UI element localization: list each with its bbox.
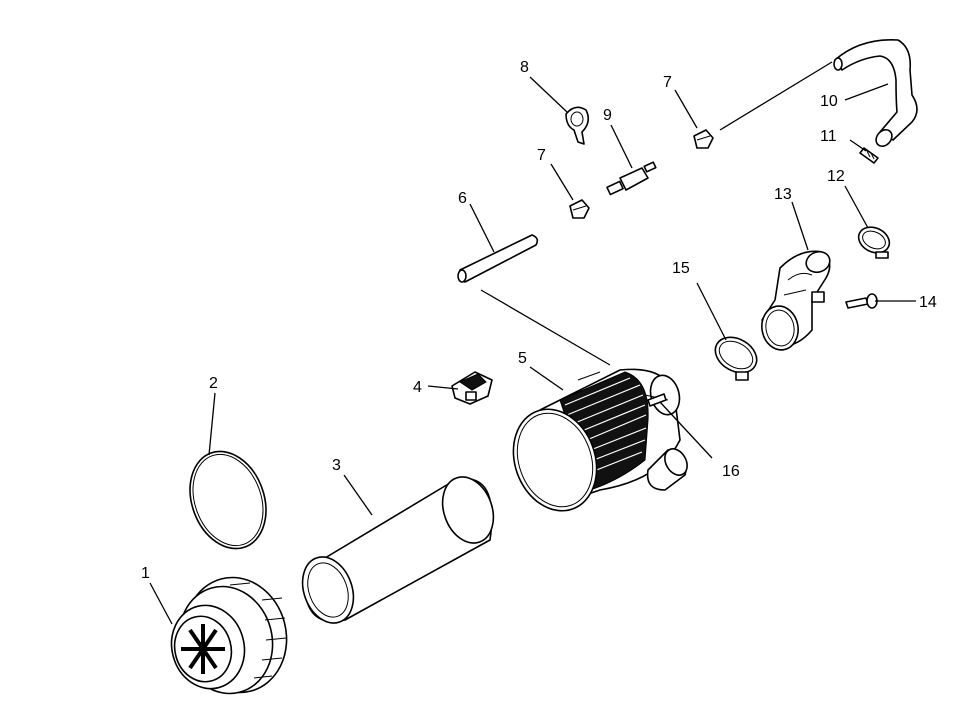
callout-4: 4: [413, 379, 422, 396]
part-5-filter-housing: [512, 368, 688, 512]
part-14-screw: [845, 293, 878, 309]
part-12-hose-clamp: [857, 226, 891, 259]
part-7-clamp-upper: [693, 129, 714, 149]
callout-7-upper: 7: [663, 74, 672, 91]
leader-lines: [149, 61, 916, 625]
callout-5: 5: [518, 350, 527, 367]
callout-1: 1: [141, 565, 150, 582]
callout-11: 11: [820, 128, 837, 145]
part-15-hose-clamp: [714, 336, 758, 381]
callout-9: 9: [603, 107, 612, 124]
callout-labels: 1 2 3 4 5 6 7 7 8 9 10 11 12 13 14 15 16: [141, 59, 937, 582]
callout-10: 10: [820, 93, 838, 110]
callout-12: 12: [827, 168, 845, 185]
callout-16: 16: [722, 463, 740, 480]
callout-15: 15: [672, 260, 690, 277]
part-13-intake-elbow: [761, 250, 831, 351]
callout-2: 2: [209, 375, 218, 392]
callout-13: 13: [774, 186, 792, 203]
part-10-hose: [833, 39, 918, 148]
part-7-clamp-lower: [569, 199, 590, 219]
callout-6: 6: [458, 190, 467, 207]
callout-7-lower: 7: [537, 147, 546, 164]
part-6-rod: [457, 234, 539, 283]
part-11-pin: [859, 147, 879, 164]
part-16-bolt: [647, 393, 667, 407]
part-4-bracket: [451, 371, 493, 405]
part-9-valve: [606, 161, 657, 196]
callout-8: 8: [520, 59, 529, 76]
callout-3: 3: [332, 457, 341, 474]
callout-14: 14: [919, 294, 937, 311]
part-8-clip: [565, 106, 590, 145]
part-3-filter-element: [301, 476, 495, 624]
part-2-gasket: [189, 450, 267, 550]
part-1-precleaner-cap: [170, 576, 288, 695]
